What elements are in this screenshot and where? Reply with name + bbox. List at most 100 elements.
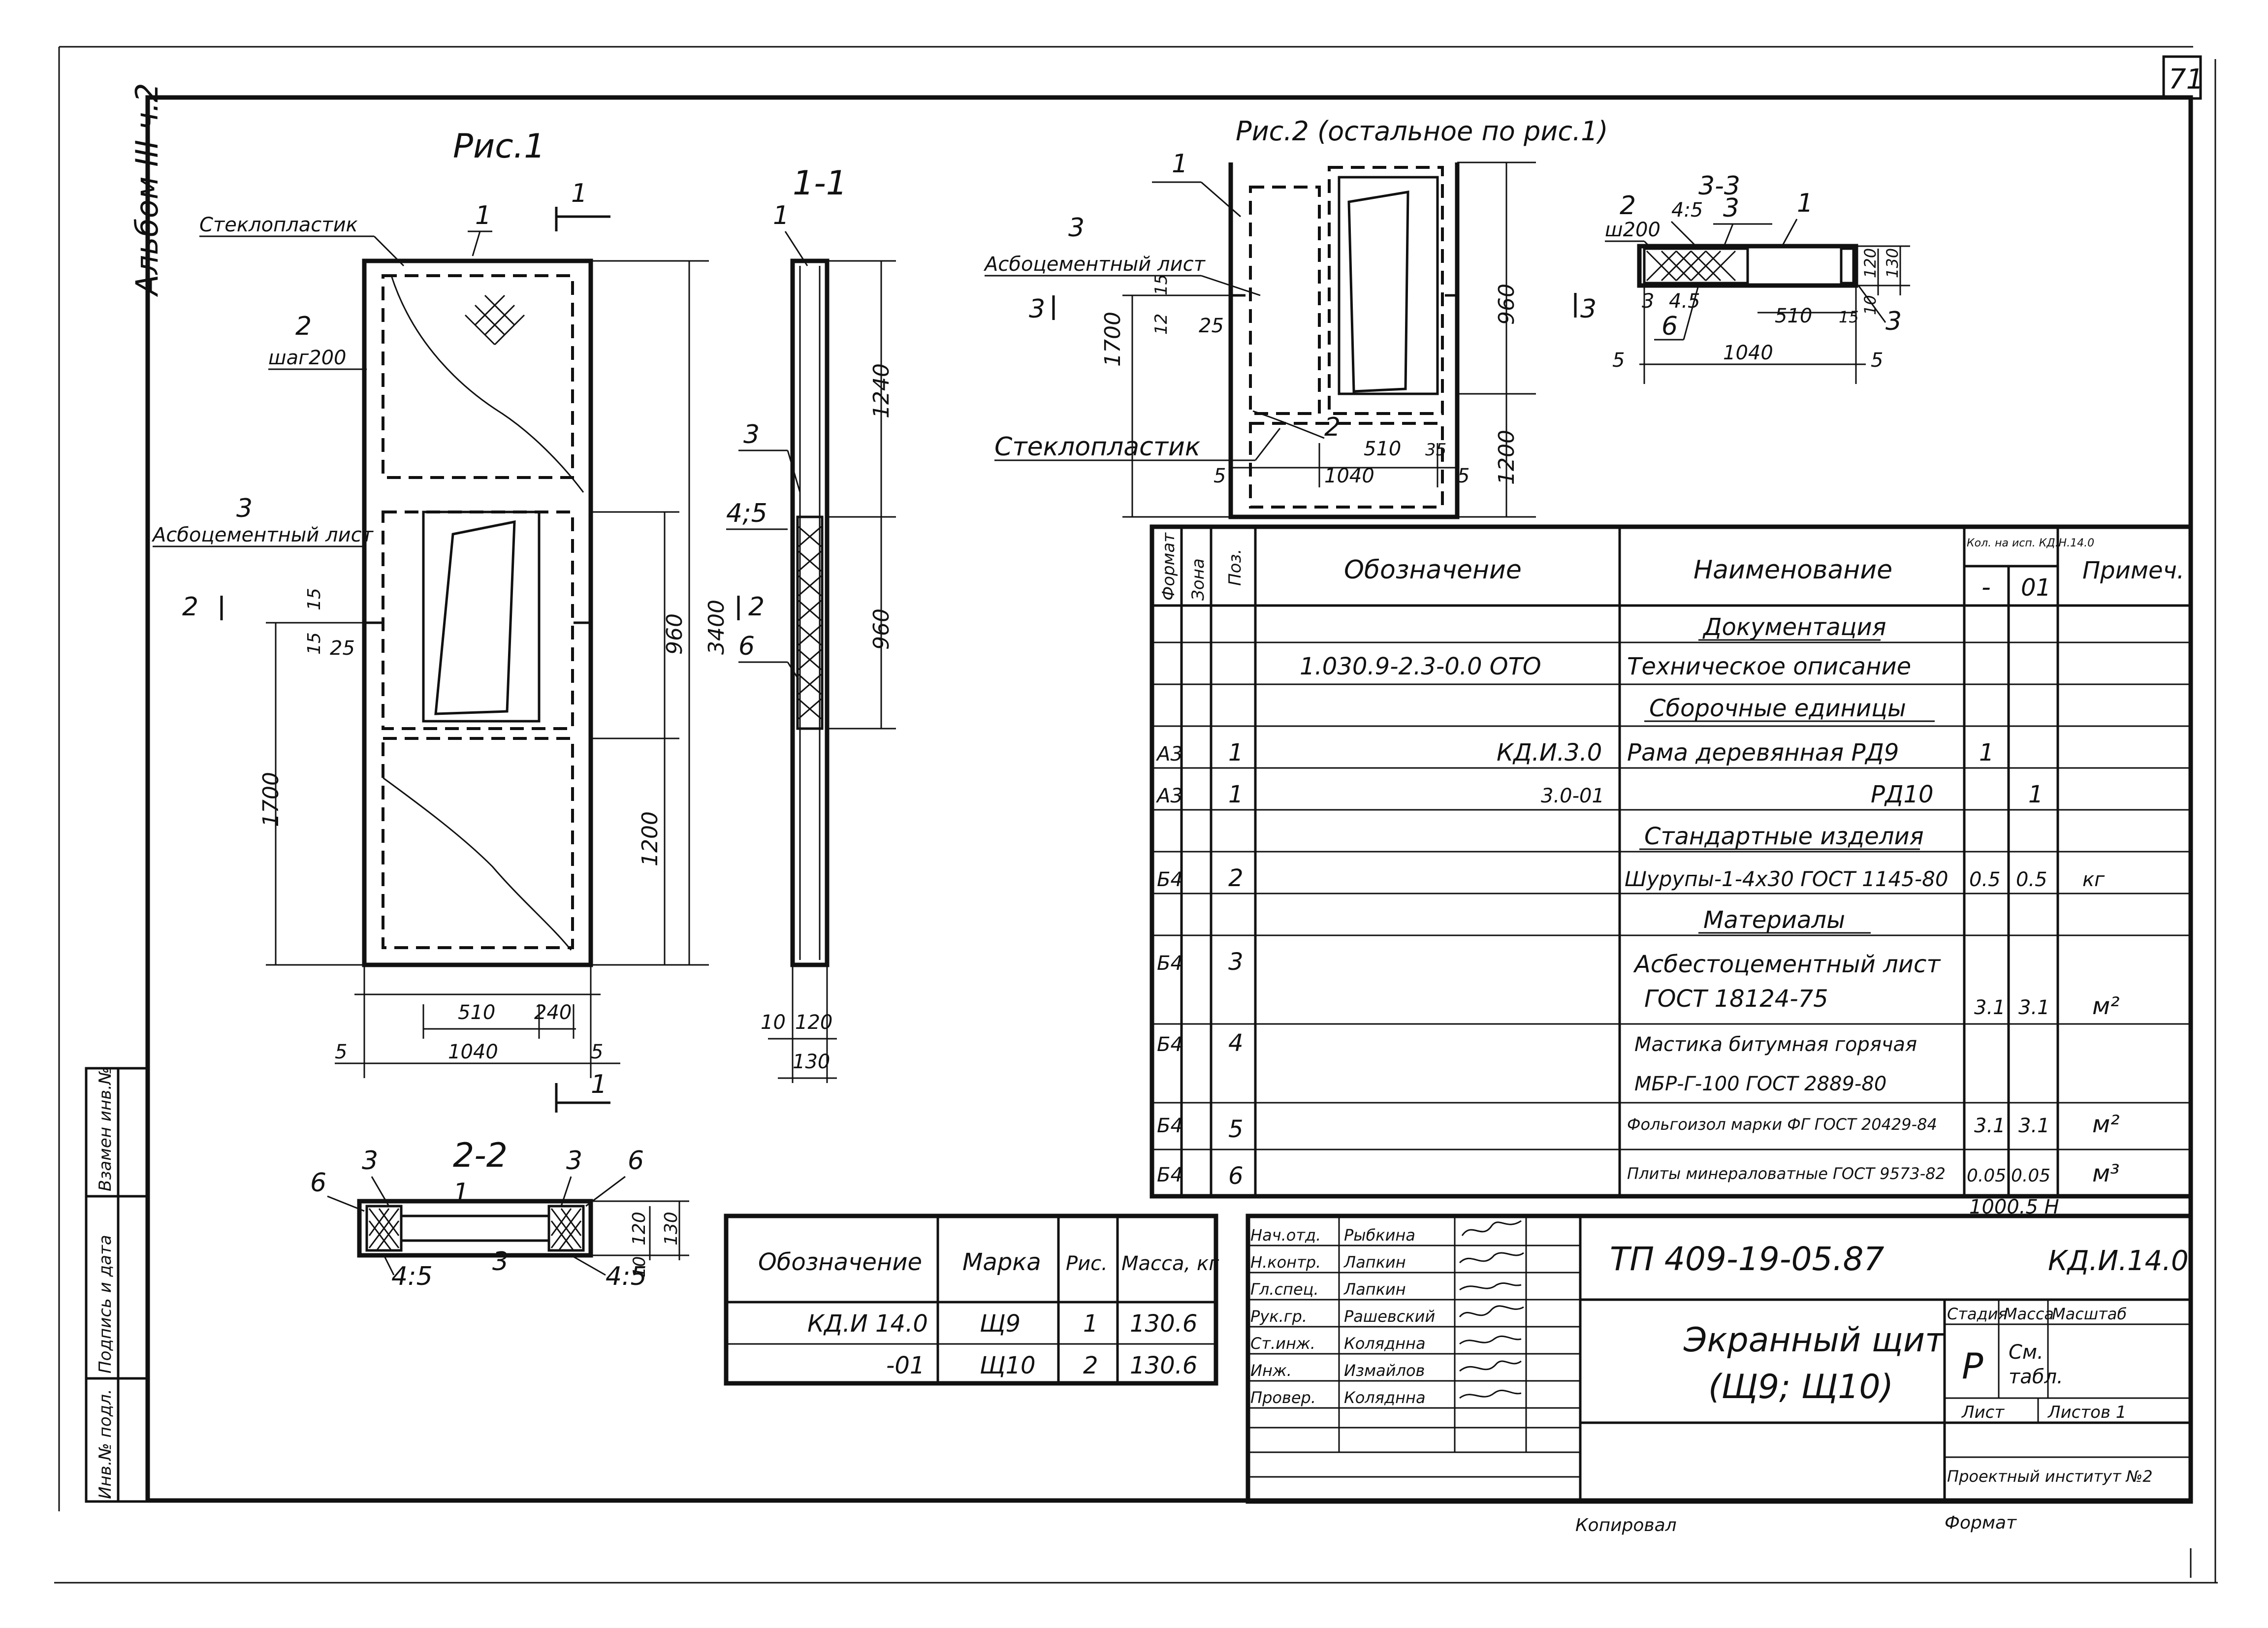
fig1-mesh-hatch <box>464 294 525 346</box>
sec22-pos-3-left: 3 <box>362 1146 378 1176</box>
mark-header-mass: Масса, кг <box>1121 1252 1219 1275</box>
mark-header-designation: Обозначение <box>758 1248 922 1276</box>
fig2-dim-25: 25 <box>1199 315 1224 337</box>
signer-5-role: Инж. <box>1250 1361 1292 1380</box>
fig1-dim-15a: 15 <box>304 588 324 610</box>
fig1-pos-2: 2 <box>295 312 312 341</box>
spec-row-4-format: А3 <box>1155 785 1183 807</box>
fig2-pos-2: 2 <box>1324 413 1341 442</box>
sec22-pos-3-right: 3 <box>566 1146 582 1176</box>
mark-header-fig: Рис. <box>1066 1252 1108 1275</box>
title-mass-line1: См. <box>2009 1341 2044 1364</box>
fig1-section-1-top: 1 <box>571 179 587 208</box>
signer-0-name: Рыбкина <box>1344 1226 1415 1245</box>
signer-4-role: Ст.инж. <box>1250 1334 1315 1353</box>
title-stage-label: Стадия <box>1947 1305 2008 1323</box>
sec11-dim-1240: 1240 <box>869 363 894 418</box>
spec-row-6-pos: 2 <box>1228 864 1244 892</box>
title-block: Нач.отд. Рыбкина Н.контр. Лапкин Гл.спец… <box>1246 1213 2193 1504</box>
fig2-dim-12: 12 <box>1151 314 1171 335</box>
side-stamp-inv: Инв.№ подл. <box>96 1389 115 1499</box>
sec22-pos-6-left: 6 <box>310 1168 326 1198</box>
spec-row-13-format: Б4 <box>1157 1164 1183 1186</box>
title-scale-label: Масштаб <box>2052 1305 2127 1323</box>
fig2-dim-510: 510 <box>1364 438 1401 460</box>
signer-3-name: Рашевский <box>1344 1307 1435 1326</box>
signer-0-role: Нач.отд. <box>1250 1226 1321 1245</box>
spec-row-3-name: Рама деревянная РД9 <box>1627 739 1899 766</box>
fig1-dim-15b: 15 <box>304 632 324 655</box>
fig1-section-1-bottom: 1 <box>591 1070 607 1099</box>
sec11-pos-1: 1 <box>773 201 789 230</box>
spec-row-12-qb: 3.1 <box>2018 1115 2050 1137</box>
fig1-dim-240: 240 <box>534 1001 572 1024</box>
fig1-section-2-left: 2 <box>182 592 198 622</box>
spec-row-5-name: Стандартные изделия <box>1644 823 1924 850</box>
fig2-dim-1700: 1700 <box>1100 312 1125 367</box>
sec11-title: 1-1 <box>793 164 847 203</box>
fig2-label-fiberglass: Стеклопластик <box>994 432 1201 462</box>
spec-row-1-designation: 1.030.9-2.3-0.0 ОТО <box>1300 653 1541 680</box>
sec22-pos-1: 1 <box>453 1178 469 1208</box>
page-number-box: 71 <box>2162 55 2204 100</box>
section-3-3: 3-3 2 ш200 4:5 3 1 3 6 4.5 3 510 15 1040… <box>1605 171 1910 384</box>
fig1-section-2-right: 2 <box>748 592 765 622</box>
spec-row-4-designation: 3.0-01 <box>1541 785 1604 807</box>
spec-row-10-format: Б4 <box>1157 1033 1183 1056</box>
sec22-dim-10: 10 <box>630 1256 649 1277</box>
sec22-pos-45-left: 4:5 <box>391 1262 433 1291</box>
fig1-dim-510: 510 <box>458 1001 495 1024</box>
spec-row-6-qb: 0.5 <box>2016 868 2047 891</box>
sec22-pos-3-bottom: 3 <box>492 1247 509 1277</box>
fig2-dim-15: 15 <box>1151 274 1171 295</box>
spec-row-9-note: м² <box>2092 992 2119 1020</box>
spec-row-9-qb: 3.1 <box>2018 996 2050 1019</box>
mark-row-1-mark: Щ10 <box>980 1352 1036 1379</box>
signer-3-role: Рук.гр. <box>1250 1307 1307 1326</box>
fig2-dim-5-left: 5 <box>1214 465 1226 487</box>
spec-row-8-format: Б4 <box>1157 952 1183 975</box>
sec33-pos-3-right: 3 <box>1885 307 1902 336</box>
side-stamp-replace: Взамен инв.№ <box>96 1067 115 1191</box>
spec-row-12-format: Б4 <box>1157 1115 1183 1137</box>
album-label: Альбом III ч.2 <box>129 83 165 297</box>
sec33-step: ш200 <box>1605 219 1661 241</box>
sec11-pos-45: 4;5 <box>726 499 767 528</box>
spec-row-13-name: Плиты минераловатные ГОСТ 9573-82 <box>1627 1164 1946 1183</box>
spec-row-6-name: Шурупы-1-4х30 ГОСТ 1145-80 <box>1625 867 1949 891</box>
fig1-title: Рис.1 <box>453 127 545 166</box>
spec-header-qty: Кол. на исп. КД.Н.14.0 <box>1967 537 2094 549</box>
title-name-line1: Экранный щит <box>1683 1321 1946 1360</box>
mark-row-1-designation: -01 <box>886 1352 925 1379</box>
title-mass-line2: табл. <box>2009 1366 2063 1388</box>
fig1-label-asbestos: Асбоцементный лист <box>151 524 374 546</box>
sec33-pos-45-top: 4:5 <box>1671 199 1703 222</box>
sec33-dim-5-left: 5 <box>1612 349 1625 372</box>
fig2-section-3: 3 <box>1029 294 1045 324</box>
spec-row-10-name: Мастика битумная горячая <box>1634 1033 1917 1056</box>
spec-row-2-name: Сборочные единицы <box>1649 695 1906 722</box>
spec-row-8-pos: 3 <box>1228 948 1244 976</box>
spec-row-3-format: А3 <box>1155 743 1183 766</box>
fig2-section-3-right: 3 <box>1580 294 1597 324</box>
sec33-pos-6: 6 <box>1661 312 1678 341</box>
signer-1-name: Лапкин <box>1343 1253 1406 1272</box>
spec-row-9-name: ГОСТ 18124-75 <box>1644 985 1828 1013</box>
spec-header-pos: Поз. <box>1225 549 1245 586</box>
sec22-pos-45-right: 4:5 <box>606 1262 647 1291</box>
sec11-dim-130: 130 <box>793 1051 830 1073</box>
sec33-dim-510: 510 <box>1775 305 1812 327</box>
sec22-dim-120: 120 <box>629 1212 649 1245</box>
sec11-dim-960: 960 <box>869 608 894 650</box>
sec33-dim-120: 120 <box>1861 248 1880 278</box>
mark-row-1-fig: 2 <box>1083 1352 1098 1379</box>
mark-header-mark: Марка <box>962 1248 1041 1276</box>
sec33-dim-5-right: 5 <box>1871 349 1883 372</box>
side-stamp-sign: Подпись и дата <box>96 1235 115 1373</box>
signer-2-name: Лапкин <box>1343 1280 1406 1299</box>
spec-row-13-qb: 0.05 <box>2011 1166 2050 1186</box>
sec11-dim-120: 120 <box>795 1011 832 1034</box>
spec-row-3-pos: 1 <box>1228 739 1244 766</box>
sec11-dim-10: 10 <box>761 1011 786 1034</box>
